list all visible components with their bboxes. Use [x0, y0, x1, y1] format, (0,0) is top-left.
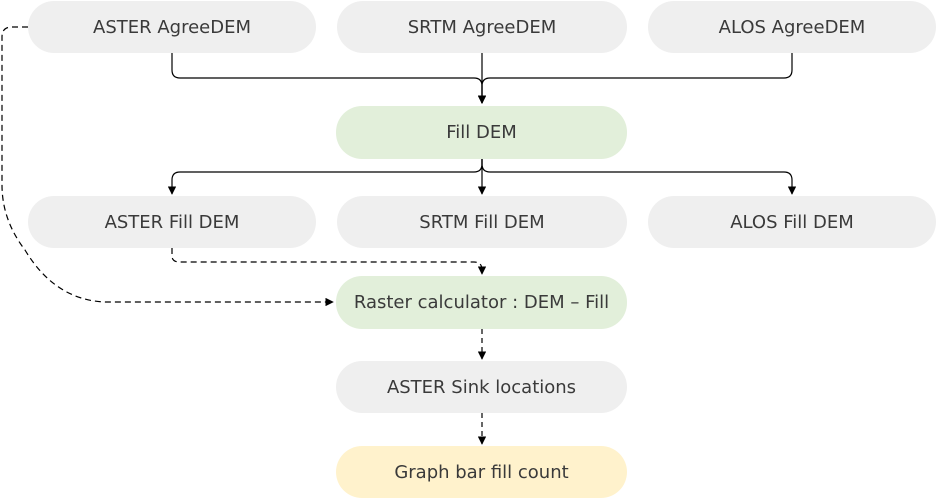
connector-fill-to-aster-fill — [167, 159, 483, 195]
connector-alos-agreedem-to-fill — [477, 53, 793, 104]
node-graph-bar-fill-count: Graph bar fill count — [336, 446, 627, 498]
node-aster-agreedem: ASTER AgreeDEM — [28, 1, 316, 53]
node-srtm-agreedem: SRTM AgreeDEM — [337, 1, 627, 53]
node-aster-fill-dem: ASTER Fill DEM — [28, 196, 316, 248]
node-fill-dem: Fill DEM — [336, 106, 627, 159]
node-aster-sink-locations: ASTER Sink locations — [336, 361, 627, 413]
node-raster-calculator: Raster calculator : DEM – Fill — [336, 276, 627, 329]
connector-aster-fill-to-raster — [171, 248, 487, 275]
connector-aster-agreedem-to-fill — [171, 53, 487, 104]
connector-aster-agreedem-to-raster — [1, 26, 334, 307]
node-alos-agreedem: ALOS AgreeDEM — [648, 1, 936, 53]
node-alos-fill-dem: ALOS Fill DEM — [648, 196, 936, 248]
node-srtm-fill-dem: SRTM Fill DEM — [337, 196, 627, 248]
connector-fill-to-alos-fill — [481, 159, 797, 195]
